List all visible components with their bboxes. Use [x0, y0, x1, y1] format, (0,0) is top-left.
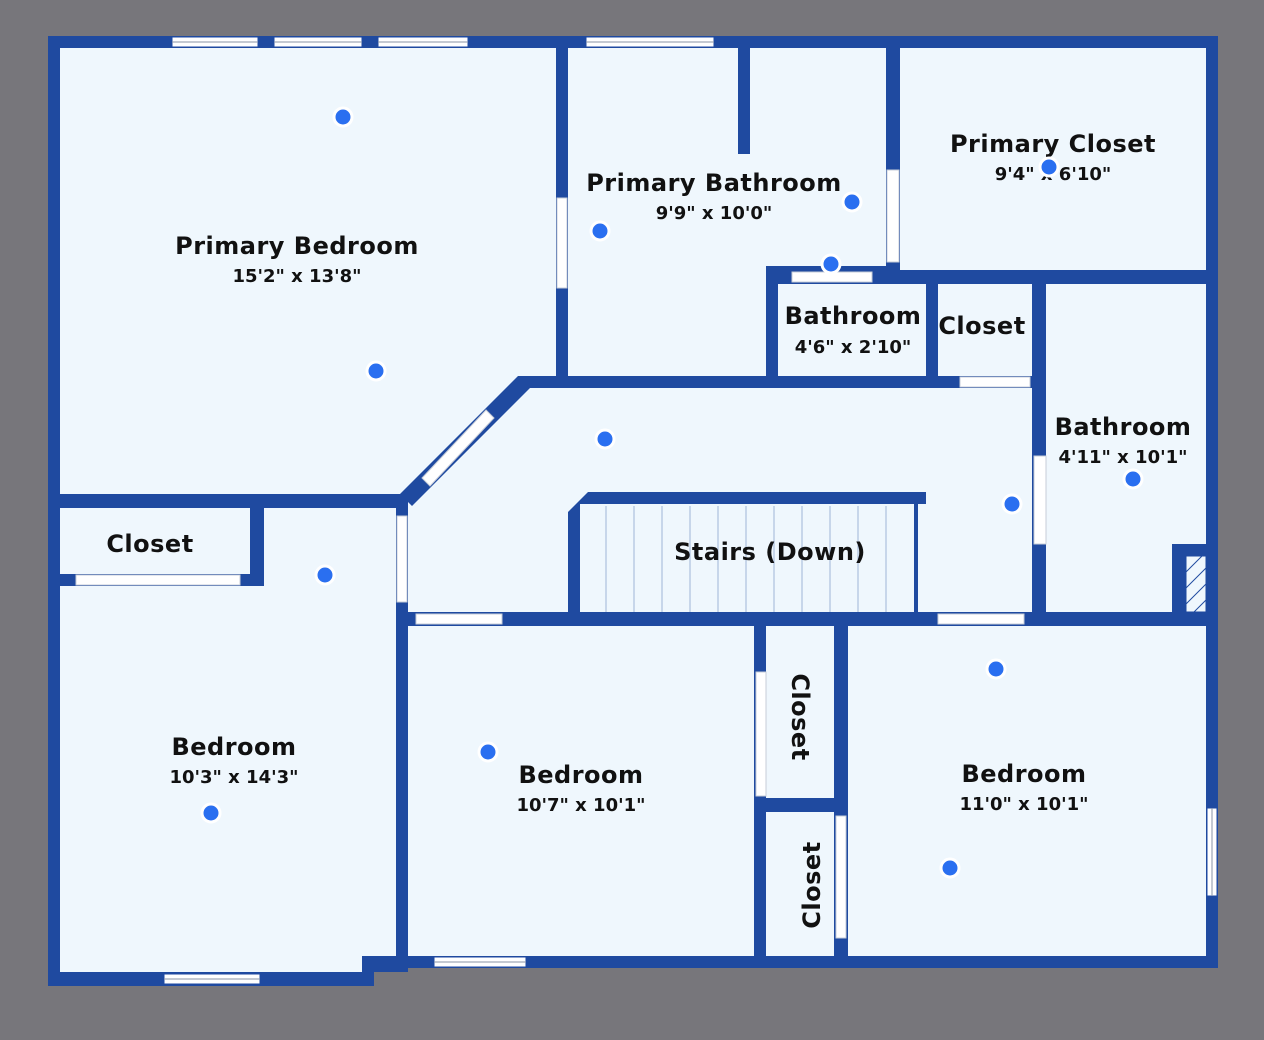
- room-name-closet-vertical-bottom: Closet: [798, 841, 826, 928]
- viewpoint-marker[interactable]: [1001, 493, 1023, 515]
- room-name-stairs: Stairs (Down): [674, 538, 866, 566]
- viewpoint-marker[interactable]: [985, 658, 1007, 680]
- room-name-bathroom-right: Bathroom: [1055, 413, 1192, 441]
- room-name-primary-closet: Primary Closet: [950, 130, 1156, 158]
- floor-primary-bedroom: [60, 48, 556, 494]
- viewpoint-marker[interactable]: [365, 360, 387, 382]
- viewpoint-marker[interactable]: [939, 857, 961, 879]
- viewpoint-marker[interactable]: [589, 220, 611, 242]
- room-name-closet-left: Closet: [106, 530, 193, 558]
- windows: [163, 36, 1218, 985]
- room-floors: [60, 48, 1206, 972]
- chimney-hatch: [1185, 555, 1207, 613]
- room-name-primary-bathroom: Primary Bathroom: [586, 169, 842, 197]
- stair-treads: [580, 504, 914, 612]
- floor-closet-vertical-top: [766, 626, 834, 798]
- room-dims-bathroom-right: 4'11" x 10'1": [1058, 447, 1187, 468]
- room-name-closet-vertical-top: Closet: [786, 673, 814, 760]
- viewpoint-marker[interactable]: [841, 191, 863, 213]
- room-dims-bedroom-right: 11'0" x 10'1": [959, 794, 1088, 815]
- viewpoint-markers[interactable]: [200, 106, 1144, 879]
- floor-bedroom-middle: [408, 626, 754, 956]
- room-name-primary-bedroom: Primary Bedroom: [175, 232, 419, 260]
- viewpoint-marker[interactable]: [594, 428, 616, 450]
- room-name-bathroom-small: Bathroom: [785, 302, 922, 330]
- viewpoint-marker[interactable]: [1038, 156, 1060, 178]
- room-dims-primary-bathroom: 9'9" x 10'0": [656, 203, 773, 224]
- door-openings: [75, 169, 1047, 939]
- floor-primary-bathroom: [568, 48, 886, 266]
- room-name-bedroom-left: Bedroom: [171, 733, 296, 761]
- room-dims-primary-bedroom: 15'2" x 13'8": [232, 266, 361, 287]
- viewpoint-marker[interactable]: [332, 106, 354, 128]
- floor-closet-vertical-bottom: [766, 812, 834, 956]
- viewpoint-marker[interactable]: [1122, 468, 1144, 490]
- viewpoint-marker[interactable]: [200, 802, 222, 824]
- viewpoint-marker[interactable]: [820, 253, 842, 275]
- room-dims-bedroom-left: 10'3" x 14'3": [169, 767, 298, 788]
- viewpoint-marker[interactable]: [477, 741, 499, 763]
- room-name-closet-hall: Closet: [938, 312, 1025, 340]
- floor-bathroom-small: [778, 284, 926, 376]
- floor-bedroom-right: [848, 626, 1206, 956]
- room-name-bedroom-middle: Bedroom: [518, 761, 643, 789]
- room-dims-bedroom-middle: 10'7" x 10'1": [516, 795, 645, 816]
- room-dims-bathroom-small: 4'6" x 2'10": [795, 337, 912, 358]
- room-labels: Primary Bedroom 15'2" x 13'8" Primary Ba…: [106, 130, 1191, 929]
- viewpoint-marker[interactable]: [314, 564, 336, 586]
- room-name-bedroom-right: Bedroom: [961, 760, 1086, 788]
- floor-closet-hall: [938, 284, 1034, 376]
